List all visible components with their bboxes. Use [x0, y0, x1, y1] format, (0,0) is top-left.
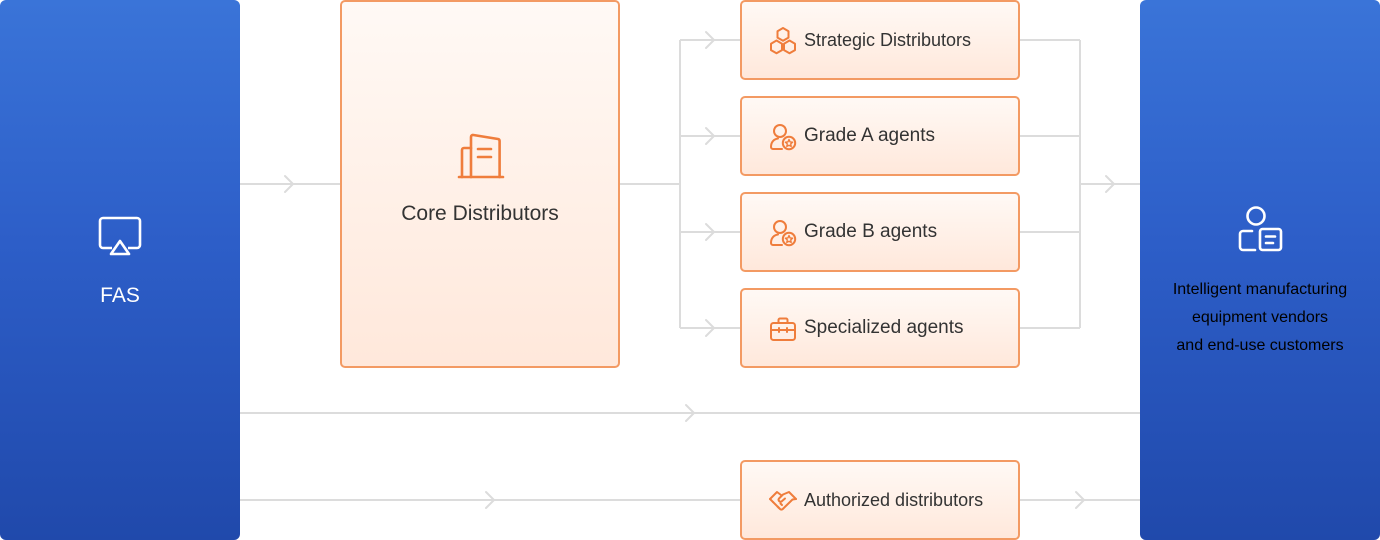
hexagon-cluster-icon: [770, 27, 796, 55]
grade-b-agents-label: Grade B agents: [804, 221, 938, 242]
grade-a-agents-box: Grade A agents: [740, 96, 1020, 176]
arrow-chevron: [485, 491, 495, 509]
handshake-icon: [769, 491, 797, 511]
customers-label-line: equipment vendors: [1191, 309, 1329, 326]
arrow-chevron: [705, 31, 715, 49]
arrow-chevron: [1075, 491, 1085, 509]
screen-cast-icon: [98, 216, 142, 256]
fas-label: FAS: [100, 284, 140, 307]
grade-a-agents-label: Grade A agents: [804, 125, 935, 146]
strategic-distributors-box: Strategic Distributors: [740, 0, 1020, 80]
customers-label-line: and end-use customers: [1176, 337, 1344, 354]
specialized-agents-box: Specialized agents: [740, 288, 1020, 368]
arrow-chevron: [1105, 175, 1115, 193]
authorized-distributors-label: Authorized distributors: [804, 490, 984, 510]
arrow-chevron: [705, 127, 715, 145]
agent-badge-icon: [770, 124, 797, 151]
arrow-chevron: [705, 319, 715, 337]
fas-panel: FAS: [0, 0, 240, 540]
agent-badge-icon: [770, 220, 797, 247]
arrow-chevron: [685, 404, 695, 422]
core-distributors-label: Core Distributors: [401, 202, 559, 225]
arrow-chevron: [284, 175, 294, 193]
strategic-distributors-label: Strategic Distributors: [804, 30, 972, 50]
briefcase-icon: [770, 317, 796, 341]
customers-label-line: Intelligent manufacturing: [1172, 281, 1348, 298]
arrow-chevron: [705, 223, 715, 241]
specialized-agents-label: Specialized agents: [804, 317, 964, 338]
grade-b-agents-box: Grade B agents: [740, 192, 1020, 272]
core-distributors-box: Core Distributors: [340, 0, 620, 368]
customers-panel: [1140, 0, 1380, 540]
building-document-icon: [457, 133, 505, 179]
authorized-distributors-box: Authorized distributors: [740, 460, 1020, 540]
user-id-card-icon: [1238, 206, 1283, 252]
customers-label: Intelligent manufacturing equipment vend…: [1140, 276, 1380, 360]
